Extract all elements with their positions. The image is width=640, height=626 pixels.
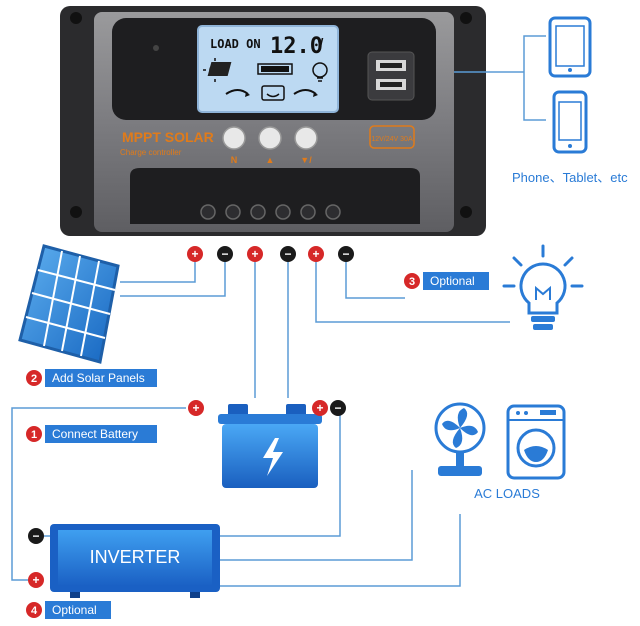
- step-3-label: Optional: [430, 274, 475, 288]
- tablet-icon: [548, 16, 592, 78]
- negative-marker: [280, 246, 296, 262]
- battery-icon: [218, 404, 322, 488]
- inverter-icon: INVERTER: [50, 524, 220, 598]
- controller-button-3[interactable]: ▼/: [294, 126, 318, 165]
- lcd-voltage: 12.0: [270, 34, 323, 59]
- controller-button-1[interactable]: N: [222, 126, 246, 165]
- svg-text:+: +: [251, 247, 258, 261]
- svg-text:+: +: [32, 573, 39, 587]
- positive-marker: [247, 246, 263, 262]
- phone-icon: [552, 90, 588, 154]
- wire-solar-positive: [120, 254, 196, 283]
- svg-text:−: −: [32, 529, 39, 543]
- step-4-badge: [45, 601, 111, 619]
- step-4-label: Optional: [52, 603, 97, 617]
- lcd-battery-icon: [257, 63, 293, 75]
- mount-hole: [70, 12, 82, 24]
- step-4: 4 Optional: [26, 601, 111, 619]
- wire-ac-load-2: [216, 514, 461, 587]
- lcd-smile-battery-icon: [261, 85, 285, 101]
- battery-polarity: + + −: [188, 400, 346, 416]
- svg-text:+: +: [192, 401, 199, 415]
- wire-solar-negative: [120, 254, 226, 297]
- wire-ac-load-1: [216, 470, 413, 561]
- negative-marker: [28, 528, 44, 544]
- polarity-markers: + − + − + −: [187, 246, 354, 262]
- svg-text:−: −: [334, 401, 341, 415]
- model-badge-text: 12V/24V 30A: [371, 136, 413, 143]
- brand-title: MPPT SOLAR: [122, 129, 214, 145]
- negative-marker: [330, 400, 346, 416]
- svg-text:4: 4: [31, 605, 38, 617]
- svg-text:−: −: [221, 247, 228, 261]
- negative-marker: [217, 246, 233, 262]
- step-2: 2 Add Solar Panels: [26, 369, 157, 387]
- wire-usb-devices: [454, 35, 546, 121]
- step-3-badge: [423, 272, 489, 290]
- svg-text:+: +: [191, 247, 198, 261]
- lcd-mode: LOAD ON: [210, 37, 261, 51]
- svg-text:1: 1: [31, 429, 37, 441]
- step-1-label: Connect Battery: [52, 427, 138, 441]
- devices-caption: Phone、Tablet、etc: [512, 170, 628, 185]
- solar-panel-icon: [18, 244, 120, 364]
- positive-marker: [28, 572, 44, 588]
- step-3: 3 Optional: [404, 272, 489, 290]
- positive-marker: [188, 400, 204, 416]
- step-2-badge: [45, 369, 157, 387]
- terminal-block: [130, 168, 420, 224]
- indicator-led: [153, 45, 159, 51]
- svg-text:−: −: [284, 247, 291, 261]
- button-2-label: ▲: [266, 155, 275, 165]
- svg-text:+: +: [316, 401, 323, 415]
- svg-text:3: 3: [409, 276, 415, 288]
- wire-inverter-positive: [11, 407, 186, 581]
- ac-loads-label: AC LOADS: [474, 486, 540, 501]
- fan-icon: [434, 402, 486, 476]
- button-3-label: ▼/: [300, 155, 312, 165]
- svg-text:+: +: [312, 247, 319, 261]
- wire-load-negative: [345, 254, 405, 299]
- step-2-label: Add Solar Panels: [52, 371, 145, 385]
- mount-hole: [460, 12, 472, 24]
- washing-machine-icon: [506, 404, 566, 480]
- lcd-panel-icon: [207, 62, 232, 76]
- light-bulb-icon: [502, 244, 584, 330]
- negative-marker: [338, 246, 354, 262]
- lcd-unit: V: [317, 36, 324, 49]
- wires: [11, 35, 546, 587]
- inverter-label: INVERTER: [90, 547, 181, 567]
- lcd-bulb-icon: [312, 62, 328, 82]
- inverter-polarity: − +: [28, 528, 44, 588]
- svg-text:2: 2: [31, 373, 37, 385]
- brand-subtitle: Charge controller: [120, 148, 182, 157]
- mount-hole: [460, 206, 472, 218]
- wire-load-positive: [315, 254, 510, 323]
- positive-marker: [312, 400, 328, 416]
- mount-hole: [70, 206, 82, 218]
- terminal-screw: [200, 204, 341, 220]
- model-badge: [369, 125, 415, 149]
- positive-marker: [187, 246, 203, 262]
- step-1-badge: [45, 425, 157, 443]
- svg-text:−: −: [342, 247, 349, 261]
- positive-marker: [308, 246, 324, 262]
- button-1-label: N: [231, 155, 238, 165]
- usb-block: [367, 51, 415, 101]
- controller-button-2[interactable]: ▲: [258, 126, 282, 165]
- step-1: 1 Connect Battery: [26, 425, 157, 443]
- charge-controller: LOAD ON 12.0 V MPPT SOLAR Charge control…: [60, 6, 486, 236]
